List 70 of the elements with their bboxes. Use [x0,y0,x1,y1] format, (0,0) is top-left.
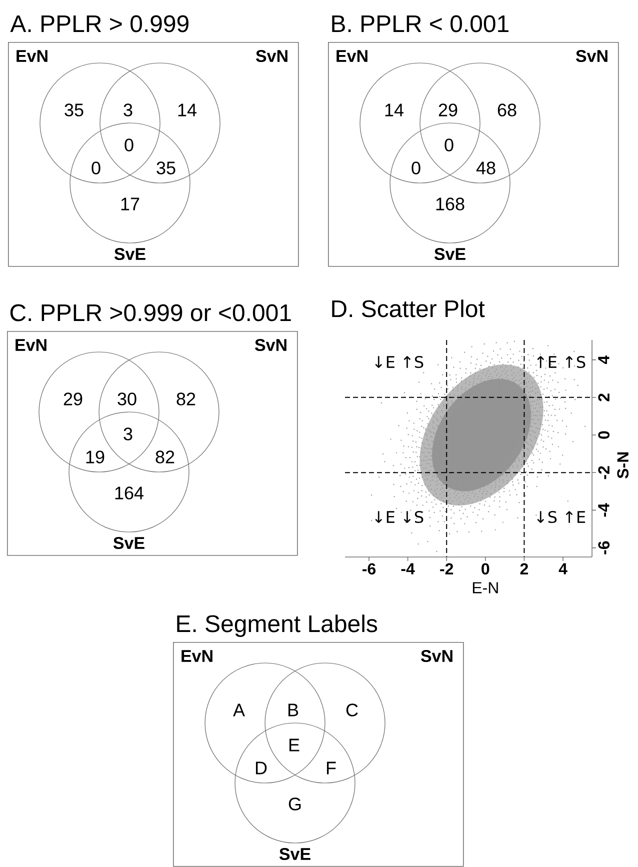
tick-label: -4 [598,503,610,517]
set-label: EvN [182,650,212,662]
region-label: 14 [178,104,196,116]
region-label: 48 [476,162,496,174]
region-label: B [288,704,298,716]
region-label: E [289,738,300,752]
quadrant-label: ↓E ↑S [375,356,424,368]
venn-circle [70,122,190,244]
region-label: 0 [412,162,420,174]
venn-circle [204,662,326,784]
region-label: 0 [124,138,134,152]
tick-label: 0 [598,431,610,439]
panel-title: D. Scatter Plot [332,300,485,318]
quadrant-label: ↓S ↑E [537,510,586,524]
tick-label: -4 [401,563,415,574]
panel-title: E. Segment Labels [177,614,378,637]
quadrant-label: ↑E ↑S [537,356,586,368]
region-label: 82 [156,450,174,464]
tick-label: 4 [598,355,610,364]
region-label: G [288,798,301,810]
tick-label: 2 [520,563,528,574]
region-label: 17 [121,198,140,210]
tick-label: -2 [440,563,454,574]
region-label: 19 [86,450,104,464]
region-label: A [233,704,245,716]
venn-circle [234,722,356,844]
set-label: SvN [256,50,288,62]
region-label: 35 [156,162,176,174]
set-label: EvN [16,50,48,62]
venn-circle [100,62,220,184]
axis-label: S-N [617,452,629,478]
set-label: EvN [16,339,46,351]
region-label: 82 [176,392,196,406]
set-label: SvN [576,50,608,62]
tick-label: 0 [482,563,490,575]
region-label: 29 [438,104,458,116]
region-label: 68 [498,104,516,116]
set-label: SvE [114,248,146,260]
venn-circle [420,62,540,184]
venn-circle [68,412,190,532]
region-label: 29 [64,392,82,406]
set-label: SvN [254,338,286,352]
region-label: 30 [118,392,136,406]
region-label: F [326,762,336,774]
panel-title: B. PPLR < 0.001 [332,15,508,32]
region-label: 14 [385,104,404,116]
region-label: 3 [124,104,132,116]
tick-label: -6 [362,563,376,575]
tick-label: -6 [598,541,610,554]
region-label: 0 [92,162,100,174]
quadrant-label: ↓E ↓S [375,510,424,524]
region-label: 0 [444,138,454,152]
set-label: SvE [434,248,466,260]
panel-title: C. PPLR >0.999 or <0.001 [10,304,291,322]
set-label: SvE [279,848,310,860]
tick-label: -2 [598,466,610,480]
region-label: 164 [115,486,144,500]
axis-label: E-N [472,582,498,594]
region-label: 35 [64,104,84,116]
panel-title: A. PPLR > 0.999 [10,15,188,32]
region-label: 3 [124,428,132,440]
set-label: EvN [336,50,368,62]
region-label: 168 [436,198,464,210]
set-label: SvE [113,536,144,550]
tick-label: 2 [598,394,610,402]
venn-circle [390,122,510,244]
set-label: SvN [420,650,452,662]
tick-label: 4 [558,563,568,574]
region-label: C [346,704,358,716]
region-label: D [256,762,267,774]
